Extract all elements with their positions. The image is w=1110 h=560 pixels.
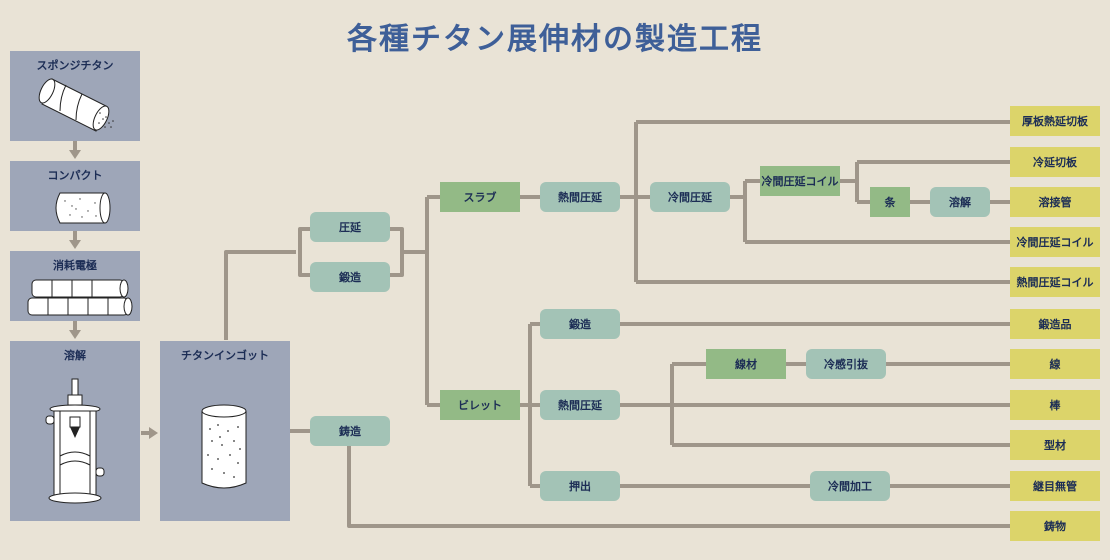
node-billet[interactable]: ビレット bbox=[440, 390, 520, 420]
node-extrusion[interactable]: 押出 bbox=[540, 471, 620, 501]
panel-ingot-label: チタンインゴット bbox=[181, 349, 269, 362]
node-slab[interactable]: スラブ bbox=[440, 182, 520, 212]
connector-rolling-split bbox=[298, 227, 310, 277]
connector-casting-product bbox=[347, 446, 1010, 528]
product-shape[interactable]: 型材 bbox=[1010, 430, 1100, 460]
product-wire[interactable]: 線 bbox=[1010, 349, 1100, 379]
panel-sponge-label: スポンジチタン bbox=[36, 59, 114, 72]
arrow-head-1 bbox=[69, 150, 81, 159]
product-cold-rolled-coil[interactable]: 冷間圧延コイル bbox=[1010, 227, 1100, 257]
product-forged-goods[interactable]: 鍛造品 bbox=[1010, 309, 1100, 339]
arrow-head-3 bbox=[69, 330, 81, 339]
arrow-head-2 bbox=[69, 240, 81, 249]
product-hot-rolled-coil[interactable]: 熱間圧延コイル bbox=[1010, 267, 1100, 297]
product-cold-rolled-sheet[interactable]: 冷延切板 bbox=[1010, 147, 1100, 177]
node-hot-rolling-billet[interactable]: 熱間圧延 bbox=[540, 390, 620, 420]
panel-compact-label: コンパクト bbox=[47, 169, 103, 182]
node-forging[interactable]: 鍛造 bbox=[310, 262, 390, 292]
node-cold-working[interactable]: 冷間加工 bbox=[810, 471, 890, 501]
product-thick-plate[interactable]: 厚板熱延切板 bbox=[1010, 106, 1100, 136]
panel-electrode: 消耗電極 bbox=[10, 251, 140, 321]
node-welding[interactable]: 溶解 bbox=[930, 187, 990, 217]
product-welded-pipe[interactable]: 溶接管 bbox=[1010, 187, 1100, 217]
node-forging-billet[interactable]: 鍛造 bbox=[540, 309, 620, 339]
electrode-stack-icon bbox=[27, 279, 133, 316]
product-bar[interactable]: 棒 bbox=[1010, 390, 1100, 420]
ingot-icon bbox=[201, 404, 247, 489]
node-hot-rolling-slab[interactable]: 熱間圧延 bbox=[540, 182, 620, 212]
node-cold-drawing[interactable]: 冷感引抜 bbox=[806, 349, 886, 379]
furnace-icon bbox=[45, 378, 105, 504]
panel-sponge: スポンジチタン bbox=[10, 51, 140, 141]
panel-ingot: チタンインゴット bbox=[160, 341, 290, 521]
arrow-head-4 bbox=[149, 427, 158, 439]
node-rolling[interactable]: 圧延 bbox=[310, 212, 390, 242]
electrode-tip bbox=[70, 427, 80, 438]
node-cold-rolling[interactable]: 冷間圧延 bbox=[650, 182, 730, 212]
node-casting[interactable]: 鋳造 bbox=[310, 416, 390, 446]
sponge-drum-icon bbox=[38, 78, 114, 132]
panel-compact: コンパクト bbox=[10, 161, 140, 231]
panel-electrode-label: 消耗電極 bbox=[53, 259, 97, 272]
product-seamless-pipe[interactable]: 継目無管 bbox=[1010, 471, 1100, 501]
node-wire-rod[interactable]: 線材 bbox=[706, 349, 786, 379]
panel-melting: 溶解 bbox=[10, 341, 140, 521]
panel-melting-label: 溶解 bbox=[64, 349, 86, 362]
node-cold-rolled-coil[interactable]: 冷間圧延コイル bbox=[760, 166, 840, 196]
connector-ingot-rolling bbox=[224, 250, 296, 340]
product-casting[interactable]: 鋳物 bbox=[1010, 511, 1100, 541]
node-strip[interactable]: 条 bbox=[870, 187, 910, 217]
connector-merge bbox=[390, 227, 404, 277]
diagram-title: 各種チタン展伸材の製造工程 bbox=[347, 22, 763, 57]
compact-cylinder-icon bbox=[55, 192, 111, 224]
